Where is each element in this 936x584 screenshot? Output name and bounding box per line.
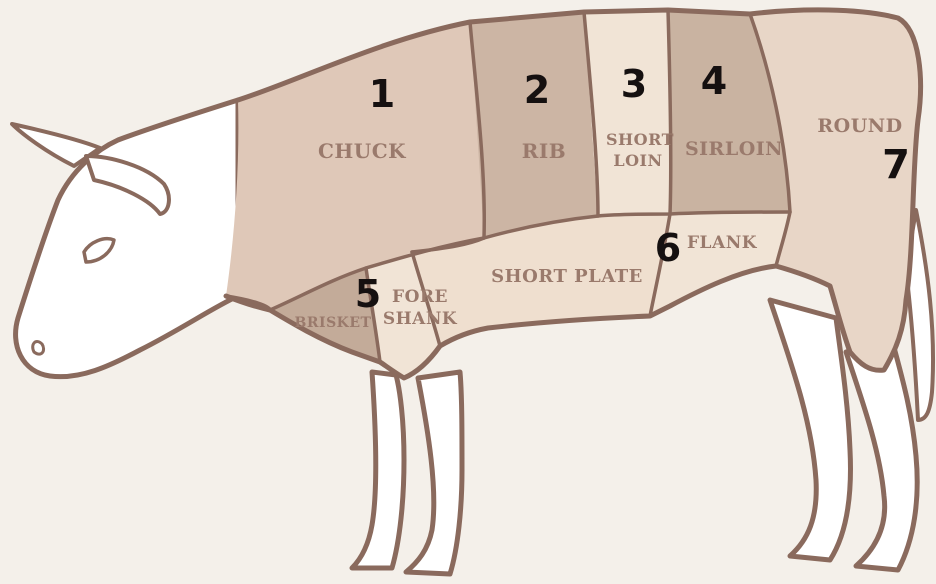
back-left-leg bbox=[770, 300, 850, 560]
cut-label-fore-shank-line1: FORE bbox=[392, 287, 448, 307]
back-right-leg bbox=[846, 340, 917, 570]
cut-rib bbox=[470, 12, 598, 238]
cut-number-rib: 2 bbox=[524, 68, 550, 112]
cow-head bbox=[12, 100, 238, 377]
front-right-leg bbox=[406, 372, 462, 574]
cut-label-short-loin-line1: SHORT bbox=[606, 130, 674, 149]
cut-label-brisket: BRISKET bbox=[295, 315, 372, 331]
front-left-leg bbox=[352, 372, 404, 568]
cut-label-round: ROUND bbox=[817, 115, 902, 137]
cut-label-short-loin-line2: LOIN bbox=[613, 151, 662, 170]
cut-number-short-loin: 3 bbox=[621, 62, 647, 106]
cut-number-brisket: 5 bbox=[355, 272, 381, 316]
cut-number-round: 7 bbox=[882, 142, 910, 188]
cut-label-chuck: CHUCK bbox=[318, 139, 406, 163]
cut-number-flank: 6 bbox=[655, 226, 681, 270]
cut-label-fore-shank-line2: SHANK bbox=[383, 309, 458, 329]
cut-label-short-plate: SHORT PLATE bbox=[491, 266, 643, 287]
cut-label-sirloin: SIRLOIN bbox=[685, 138, 783, 160]
cut-label-flank: FLANK bbox=[687, 233, 758, 253]
cut-label-rib: RIB bbox=[522, 139, 566, 163]
cut-number-chuck: 1 bbox=[369, 72, 395, 116]
cut-number-sirloin: 4 bbox=[701, 59, 727, 103]
